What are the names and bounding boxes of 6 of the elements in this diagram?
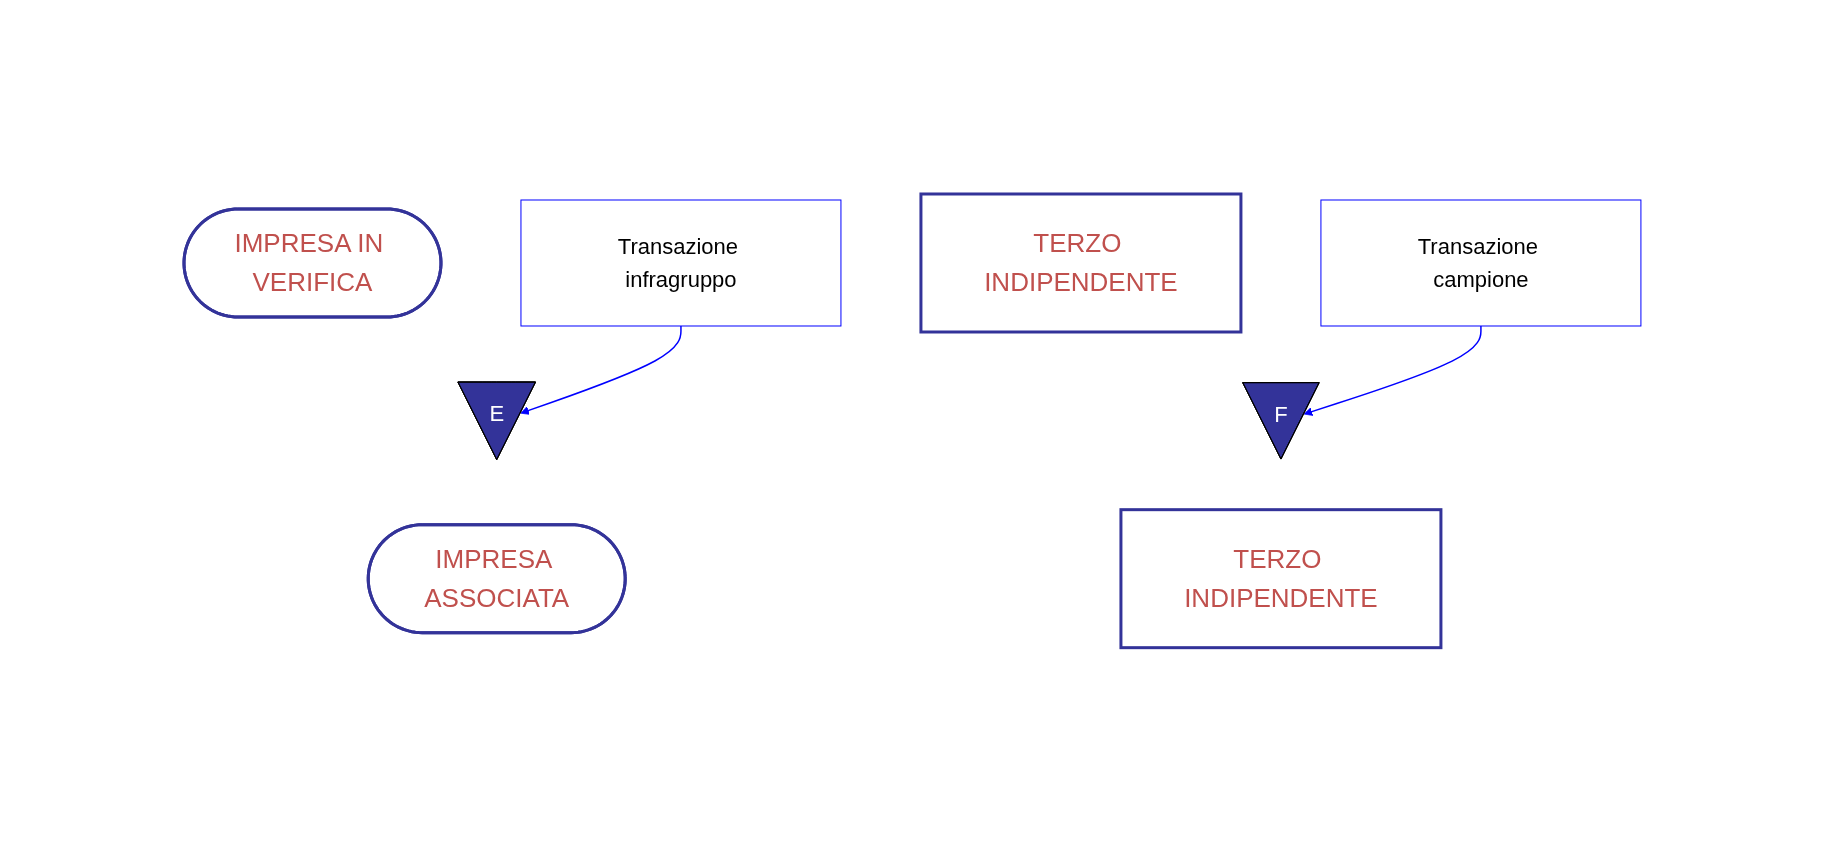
- arrow: [519, 325, 682, 415]
- node-box: TERZO INDIPENDENTE: [918, 192, 1242, 334]
- node-box: Transazione campione: [1319, 199, 1641, 327]
- node-box: Transazione infragruppo: [520, 199, 841, 327]
- node-box: TERZO INDIPENDENTE: [1118, 508, 1442, 650]
- arrow: [1303, 325, 1482, 416]
